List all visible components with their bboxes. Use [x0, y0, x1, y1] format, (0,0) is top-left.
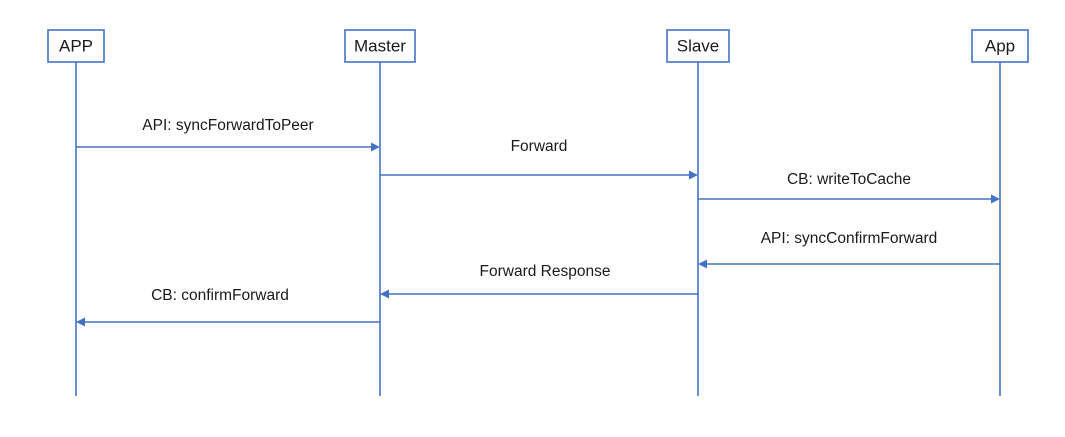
- message-label-3: API: syncConfirmForward: [761, 230, 938, 247]
- message-label-1: Forward: [511, 138, 568, 155]
- message-0[interactable]: API: syncForwardToPeer: [76, 117, 380, 152]
- message-arrowhead-5: [76, 317, 85, 327]
- actor-box-app_right: [971, 29, 1029, 63]
- actors-group: APP Master Slave App: [47, 29, 1029, 63]
- message-arrowhead-2: [991, 194, 1000, 204]
- actor-label-app_left: APP: [59, 36, 93, 55]
- message-label-2: CB: writeToCache: [787, 171, 911, 188]
- message-3[interactable]: API: syncConfirmForward: [698, 230, 1000, 269]
- message-5[interactable]: CB: confirmForward: [76, 287, 380, 327]
- actor-label-app_right: App: [985, 36, 1015, 55]
- actor-app_right[interactable]: App: [971, 29, 1029, 63]
- message-label-0: API: syncForwardToPeer: [142, 117, 313, 134]
- actor-app_left[interactable]: APP: [47, 29, 105, 63]
- actor-box-master: [344, 29, 416, 63]
- lifelines-group: [75, 62, 1001, 396]
- message-label-5: CB: confirmForward: [151, 287, 289, 304]
- message-1[interactable]: Forward: [380, 138, 698, 180]
- message-2[interactable]: CB: writeToCache: [698, 171, 1000, 204]
- actor-box-app_left: [47, 29, 105, 63]
- actor-label-master: Master: [354, 36, 406, 55]
- message-arrowhead-3: [698, 259, 707, 269]
- message-arrowhead-1: [689, 170, 698, 180]
- actor-slave[interactable]: Slave: [666, 29, 730, 63]
- message-4[interactable]: Forward Response: [380, 263, 698, 299]
- actor-label-slave: Slave: [677, 36, 720, 55]
- actor-master[interactable]: Master: [344, 29, 416, 63]
- message-arrowhead-0: [371, 142, 380, 152]
- actor-box-slave: [666, 29, 730, 63]
- message-label-4: Forward Response: [480, 263, 611, 280]
- message-arrowhead-4: [380, 289, 389, 299]
